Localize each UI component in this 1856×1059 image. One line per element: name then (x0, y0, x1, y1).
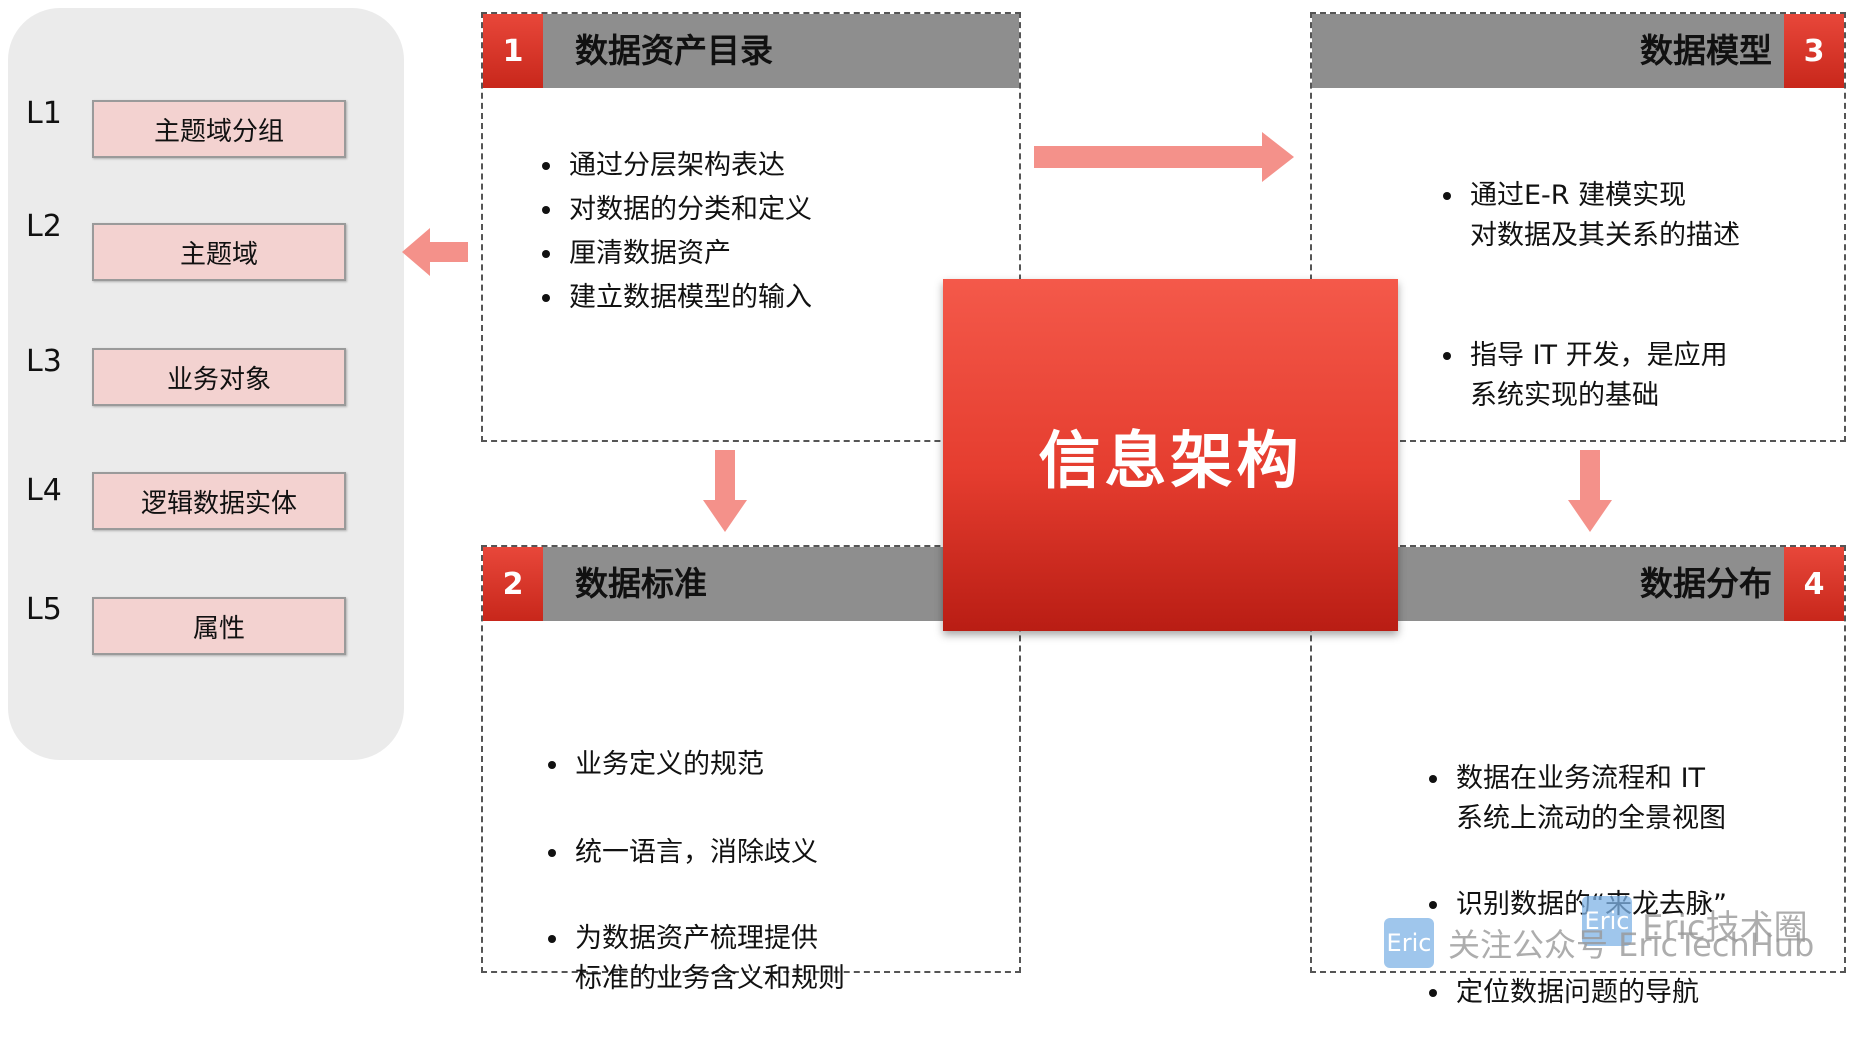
level-box-l3: 业务对象 (92, 348, 346, 406)
panel-title: 数据分布 (1640, 564, 1772, 603)
watermark-badge: Eric (1582, 896, 1632, 946)
bullet-item: 厘清数据资产 (565, 232, 812, 276)
level-label-l4: L4 (26, 473, 62, 508)
panel-title: 数据标准 (575, 564, 707, 603)
watermark-brand: Eric技术圈 (1642, 908, 1808, 948)
arrow-left (402, 228, 468, 276)
arrow-down-left (703, 450, 747, 532)
panel-data-model: 3 数据模型 通过E-R 建模实现 对数据及其关系的描述 指导 IT 开发，是应… (1310, 12, 1846, 442)
level-label-l5: L5 (26, 592, 62, 627)
bullet-item: 通过E-R 建模实现 对数据及其关系的描述 (1466, 176, 1740, 256)
level-label-l1: L1 (26, 96, 62, 131)
number-badge: 2 (483, 547, 543, 621)
bullet-list: 通过分层架构表达 对数据的分类和定义 厘清数据资产 建立数据模型的输入 (539, 144, 812, 320)
bullet-item: 业务定义的规范 (571, 743, 845, 787)
panel-header (483, 14, 1019, 88)
level-label-l3: L3 (26, 344, 62, 379)
number-badge: 4 (1784, 547, 1844, 621)
panel-header (483, 547, 1019, 621)
panel-title: 数据资产目录 (575, 31, 773, 70)
number-badge: 1 (483, 14, 543, 88)
level-box-l4: 逻辑数据实体 (92, 472, 346, 530)
panel-title: 数据模型 (1640, 31, 1772, 70)
panel-header (1312, 547, 1844, 621)
watermark-badge: Eric (1384, 918, 1434, 968)
arrow-right (1034, 132, 1294, 182)
center-box: 信息架构 (943, 279, 1398, 631)
level-box-l1: 主题域分组 (92, 100, 346, 158)
bullet-item: 通过分层架构表达 (565, 144, 812, 188)
bullet-item: 指导 IT 开发，是应用 系统实现的基础 (1466, 336, 1740, 416)
panel-header (1312, 14, 1844, 88)
bullet-item: 数据在业务流程和 IT 系统上流动的全景视图 (1452, 759, 1727, 839)
bullet-item: 统一语言，消除歧义 (571, 831, 845, 875)
center-title: 信息架构 (1038, 424, 1303, 497)
panel-data-asset-catalog: 1 数据资产目录 通过分层架构表达 对数据的分类和定义 厘清数据资产 建立数据模… (481, 12, 1021, 442)
bullet-list: 通过E-R 建模实现 对数据及其关系的描述 指导 IT 开发，是应用 系统实现的… (1440, 132, 1740, 460)
level-label-l2: L2 (26, 209, 62, 244)
level-box-l2: 主题域 (92, 223, 346, 281)
number-badge: 3 (1784, 14, 1844, 88)
bullet-item: 建立数据模型的输入 (565, 276, 812, 320)
arrows-layer (402, 132, 1612, 532)
level-box-l5: 属性 (92, 597, 346, 655)
panel-data-distribution: 4 数据分布 数据在业务流程和 IT 系统上流动的全景视图 识别数据的“来龙去脉… (1310, 545, 1846, 1008)
watermark-follow-text: 关注公众号 EricTechHub (1448, 926, 1815, 964)
bullet-item: 对数据的分类和定义 (565, 188, 812, 232)
arrow-down-right (1568, 450, 1612, 532)
